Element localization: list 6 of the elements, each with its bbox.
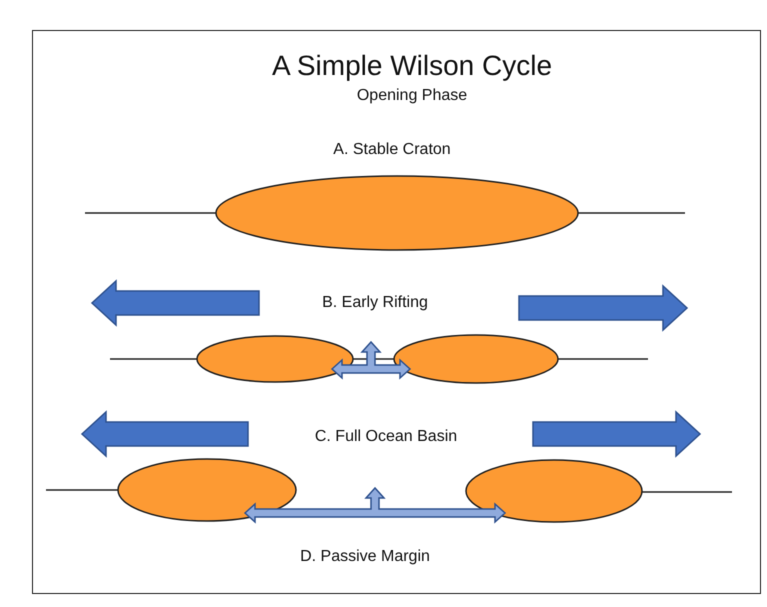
stage-label: C. Full Ocean Basin [314,428,458,446]
stage-label: B. Early Rifting [322,294,428,312]
stage-label: D. Passive Margin [300,548,430,566]
stage-label: A. Stable Craton [333,141,451,159]
diagram-title: A Simple Wilson Cycle [272,50,552,82]
subtitle: Opening Phase [356,87,468,105]
